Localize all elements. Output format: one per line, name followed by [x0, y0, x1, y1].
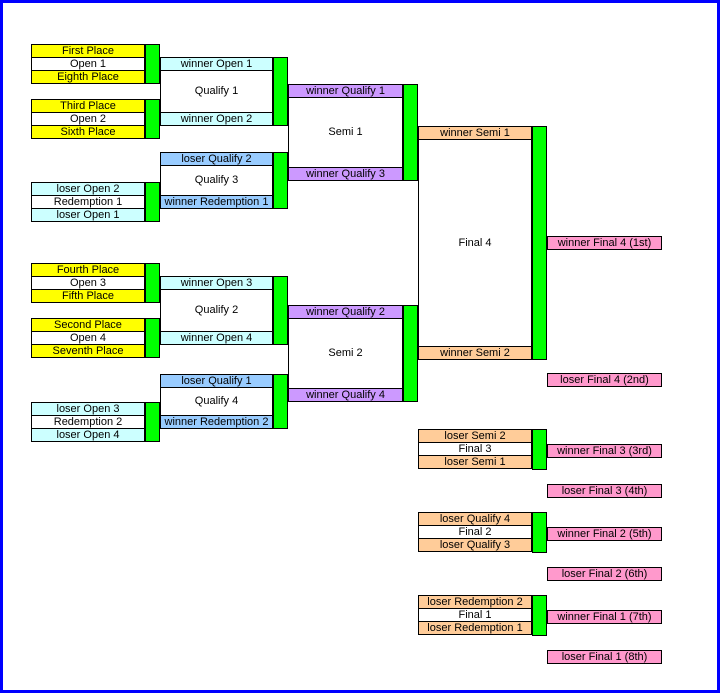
cell-qualify2-top: winner Open 3 — [160, 276, 273, 290]
cell-qualify4-bottom: winner Redemption 2 — [160, 415, 273, 429]
cell-qualify4-label: Qualify 4 — [160, 387, 273, 416]
cell-open4-seed-top: Second Place — [31, 318, 145, 332]
cell-redemption2-bottom: loser Open 4 — [31, 428, 145, 442]
cell-open3-match: Open 3 — [31, 276, 145, 290]
cell-redemption2-match: Redemption 2 — [31, 415, 145, 429]
cell-result-4th: loser Final 3 (4th) — [547, 484, 662, 498]
cell-open4-seed-bottom: Seventh Place — [31, 344, 145, 358]
cell-result-2nd: loser Final 4 (2nd) — [547, 373, 662, 387]
bar-qualify3 — [273, 152, 288, 209]
cell-final2-label: Final 2 — [418, 525, 532, 539]
cell-qualify3-label: Qualify 3 — [160, 165, 273, 196]
bar-qualify4 — [273, 374, 288, 429]
cell-qualify1-top: winner Open 1 — [160, 57, 273, 71]
bar-open4 — [145, 318, 160, 358]
bar-qualify2 — [273, 276, 288, 345]
cell-qualify4-top: loser Qualify 1 — [160, 374, 273, 388]
cell-redemption1-match: Redemption 1 — [31, 195, 145, 209]
cell-result-7th: winner Final 1 (7th) — [547, 610, 662, 624]
cell-final1-label: Final 1 — [418, 608, 532, 622]
cell-semi2-top: winner Qualify 2 — [288, 305, 403, 319]
cell-semi2-bottom: winner Qualify 4 — [288, 388, 403, 402]
bar-final2 — [532, 512, 547, 553]
cell-result-8th: loser Final 1 (8th) — [547, 650, 662, 664]
bar-final4 — [532, 126, 547, 360]
cell-semi1-bottom: winner Qualify 3 — [288, 167, 403, 181]
cell-qualify3-top: loser Qualify 2 — [160, 152, 273, 166]
cell-open1-match: Open 1 — [31, 57, 145, 71]
cell-result-6th: loser Final 2 (6th) — [547, 567, 662, 581]
cell-semi1-top: winner Qualify 1 — [288, 84, 403, 98]
cell-qualify2-bottom: winner Open 4 — [160, 331, 273, 345]
cell-redemption1-top: loser Open 2 — [31, 182, 145, 196]
cell-qualify3-bottom: winner Redemption 1 — [160, 195, 273, 209]
bar-open1 — [145, 44, 160, 84]
cell-qualify1-label: Qualify 1 — [160, 70, 273, 113]
bar-redemption2 — [145, 402, 160, 442]
bar-open2 — [145, 99, 160, 139]
cell-qualify1-bottom: winner Open 2 — [160, 112, 273, 126]
cell-open2-match: Open 2 — [31, 112, 145, 126]
bar-final1 — [532, 595, 547, 636]
cell-open1-seed-bottom: Eighth Place — [31, 70, 145, 84]
cell-open1-seed-top: First Place — [31, 44, 145, 58]
bar-semi1 — [403, 84, 418, 181]
cell-semi1-label: Semi 1 — [288, 97, 403, 168]
cell-final2-top: loser Qualify 4 — [418, 512, 532, 526]
cell-qualify2-label: Qualify 2 — [160, 289, 273, 332]
cell-open4-match: Open 4 — [31, 331, 145, 345]
cell-final3-bottom: loser Semi 1 — [418, 455, 532, 469]
cell-final4-label: Final 4 — [418, 139, 532, 347]
cell-open3-seed-bottom: Fifth Place — [31, 289, 145, 303]
bar-open3 — [145, 263, 160, 303]
bar-final3 — [532, 429, 547, 470]
bar-redemption1 — [145, 182, 160, 222]
cell-final2-bottom: loser Qualify 3 — [418, 538, 532, 552]
cell-final1-top: loser Redemption 2 — [418, 595, 532, 609]
cell-final3-label: Final 3 — [418, 442, 532, 456]
cell-final4-top: winner Semi 1 — [418, 126, 532, 140]
bar-qualify1 — [273, 57, 288, 126]
cell-final4-bottom: winner Semi 2 — [418, 346, 532, 360]
cell-result-3rd: winner Final 3 (3rd) — [547, 444, 662, 458]
cell-final1-bottom: loser Redemption 1 — [418, 621, 532, 635]
bar-semi2 — [403, 305, 418, 402]
cell-open3-seed-top: Fourth Place — [31, 263, 145, 277]
cell-open2-seed-top: Third Place — [31, 99, 145, 113]
cell-final3-top: loser Semi 2 — [418, 429, 532, 443]
cell-result-1st: winner Final 4 (1st) — [547, 236, 662, 250]
cell-redemption1-bottom: loser Open 1 — [31, 208, 145, 222]
cell-redemption2-top: loser Open 3 — [31, 402, 145, 416]
cell-result-5th: winner Final 2 (5th) — [547, 527, 662, 541]
cell-open2-seed-bottom: Sixth Place — [31, 125, 145, 139]
cell-semi2-label: Semi 2 — [288, 318, 403, 389]
